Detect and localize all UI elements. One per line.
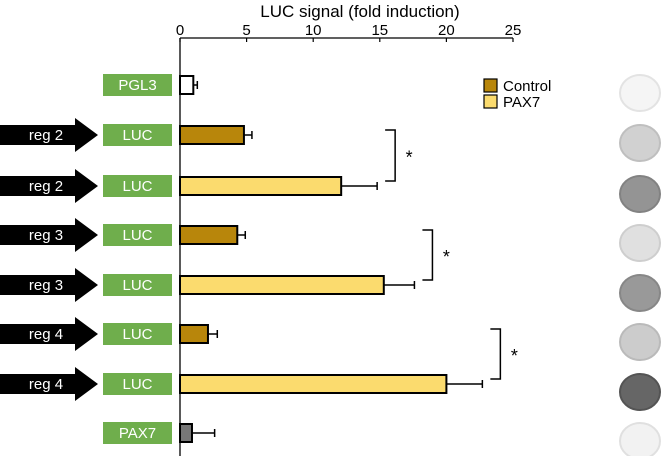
arrow-label: reg 3 <box>29 277 63 294</box>
x-tick-label: 25 <box>505 22 522 39</box>
construct-label: LUC <box>122 277 152 294</box>
x-tick-label: 0 <box>176 22 184 39</box>
bar <box>179 324 209 344</box>
blot-dot <box>619 74 661 112</box>
bar-row: PGL3 <box>103 74 199 96</box>
arrow-icon <box>0 118 98 152</box>
arrow-label: reg 3 <box>29 227 63 244</box>
construct-box <box>103 175 172 197</box>
blot-dot <box>619 175 661 213</box>
arrow-label: reg 4 <box>29 326 63 343</box>
construct-label: PGL3 <box>118 77 156 94</box>
bracket-line <box>490 328 502 380</box>
bar-row: reg 3 LUC <box>0 218 247 252</box>
bar-row: reg 4 LUC <box>0 367 484 401</box>
bar <box>179 225 239 245</box>
bar <box>179 75 195 95</box>
blot-dot <box>619 274 661 312</box>
bar <box>179 374 448 394</box>
construct-box <box>103 124 172 146</box>
legend-swatch <box>483 78 498 93</box>
construct-label: LUC <box>122 227 152 244</box>
arrow-icon <box>0 317 98 351</box>
bar-row: reg 3 LUC <box>0 268 416 302</box>
blot-dot <box>619 224 661 262</box>
chart-title: LUC signal (fold induction) <box>260 2 459 21</box>
construct-label: PAX7 <box>119 425 156 442</box>
x-tick-label: 20 <box>438 22 455 39</box>
significance-bracket: * <box>422 229 450 281</box>
construct-label: LUC <box>122 326 152 343</box>
arrow-icon <box>0 268 98 302</box>
construct-label: LUC <box>122 178 152 195</box>
legend-label: Control <box>503 78 551 95</box>
bar <box>179 176 343 196</box>
bar <box>179 423 193 443</box>
arrow-icon <box>0 367 98 401</box>
significance-star: * <box>443 247 450 267</box>
construct-box <box>103 224 172 246</box>
construct-box <box>103 74 172 96</box>
arrow-label: reg 4 <box>29 376 63 393</box>
bar-row: PAX7 <box>103 422 216 444</box>
bar <box>179 275 385 295</box>
construct-box <box>103 422 172 444</box>
legend-entry: PAX7 <box>483 94 540 111</box>
x-tick-label: 10 <box>305 22 322 39</box>
blot-dot <box>619 323 661 361</box>
significance-brackets: * * * <box>385 129 518 380</box>
bar-row: reg 4 LUC <box>0 317 219 351</box>
arrow-icon <box>0 218 98 252</box>
x-tick-label: 15 <box>371 22 388 39</box>
arrow-label: reg 2 <box>29 178 63 195</box>
construct-box <box>103 373 172 395</box>
arrow-icon <box>0 169 98 203</box>
blot-dot <box>619 124 661 162</box>
significance-star: * <box>406 148 413 168</box>
bar-row: reg 2 LUC <box>0 169 378 203</box>
construct-box <box>103 323 172 345</box>
legend-label: PAX7 <box>503 94 540 111</box>
bar-row: reg 2 LUC <box>0 118 253 152</box>
construct-label: LUC <box>122 376 152 393</box>
legend-swatch <box>483 94 498 109</box>
legend-entry: Control <box>483 78 551 95</box>
blot-dots <box>619 74 661 456</box>
bracket-line <box>385 129 396 182</box>
significance-star: * <box>511 346 518 366</box>
construct-box <box>103 274 172 296</box>
bar <box>179 125 245 145</box>
blot-dot <box>619 422 661 456</box>
arrow-label: reg 2 <box>29 127 63 144</box>
significance-bracket: * <box>490 328 518 380</box>
construct-label: LUC <box>122 127 152 144</box>
significance-bracket: * <box>385 129 413 182</box>
blot-dot <box>619 373 661 411</box>
x-tick-label: 5 <box>242 22 250 39</box>
bracket-line <box>422 229 434 281</box>
